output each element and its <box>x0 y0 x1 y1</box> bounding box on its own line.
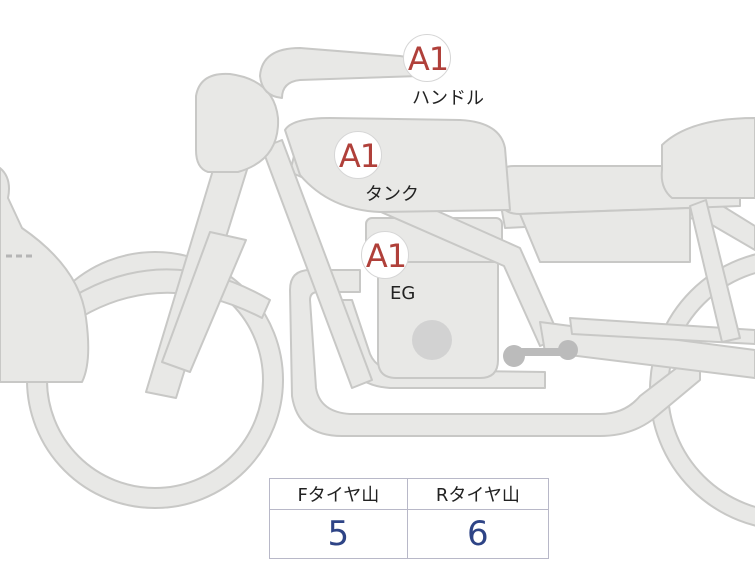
front-tire-header: Fタイヤ山 <box>269 478 408 510</box>
grade-badge-engine: A1 <box>361 231 409 279</box>
rear-fender <box>660 117 755 199</box>
engine-body <box>377 261 499 379</box>
brake-lever <box>503 340 578 367</box>
part-label-engine: EG <box>390 283 416 304</box>
handlebar <box>259 47 421 99</box>
side-cover <box>519 207 691 263</box>
front-bag <box>0 167 90 383</box>
grade-badge-tank: A1 <box>334 131 382 179</box>
rear-tire-header: Rタイヤ山 <box>406 478 550 510</box>
front-tire-value: 5 <box>269 509 408 559</box>
part-label-handlebar: ハンドル <box>412 88 484 109</box>
engine-cover <box>412 320 452 360</box>
fork-lower <box>161 231 247 373</box>
table-header-row: Fタイヤ山 Rタイヤ山 <box>269 478 550 510</box>
grade-text: A1 <box>407 40 449 78</box>
part-label-tank: タンク <box>365 184 419 205</box>
grade-badge-handlebar: A1 <box>403 34 451 82</box>
table-value-row: 5 6 <box>269 509 550 559</box>
grade-text: A1 <box>338 137 380 175</box>
headlight <box>195 72 280 173</box>
rear-shock <box>689 199 741 343</box>
rear-tire-value: 6 <box>406 509 550 559</box>
swingarm-bar <box>569 317 755 345</box>
tire-tread-table: Fタイヤ山 Rタイヤ山 5 6 <box>269 478 550 559</box>
grade-text: A1 <box>365 237 407 275</box>
